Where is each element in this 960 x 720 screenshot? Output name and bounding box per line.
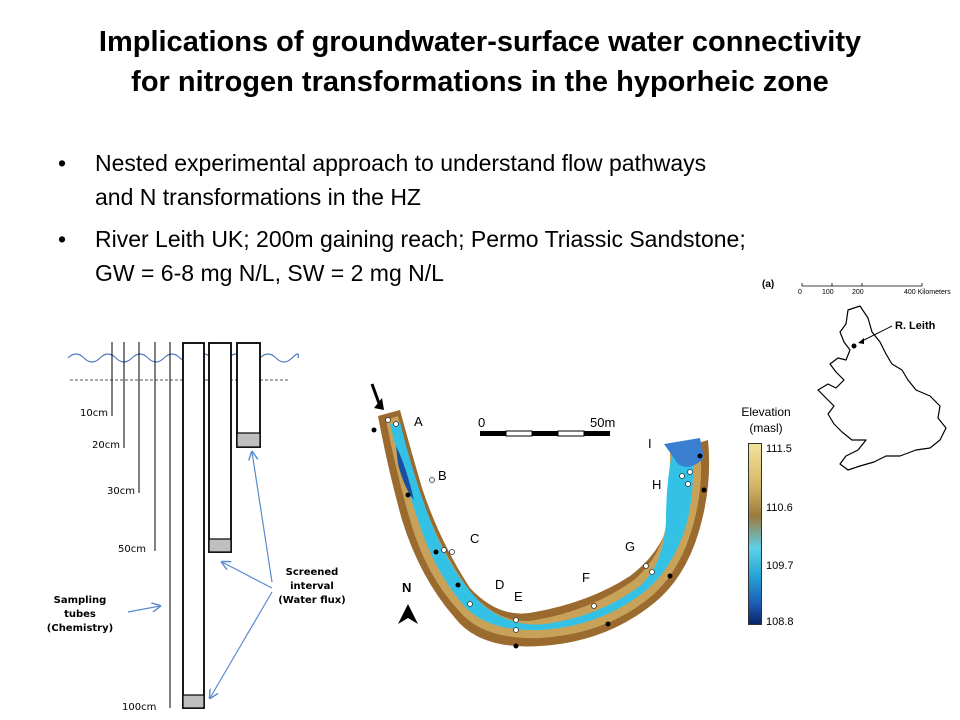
north-arrow-icon xyxy=(398,604,418,624)
site-point xyxy=(649,569,655,575)
site-point xyxy=(429,477,435,483)
elevation-legend-title: Elevation (masl) xyxy=(741,405,791,435)
site-marker xyxy=(851,343,857,349)
bank-point xyxy=(455,582,461,588)
title-line-1: Implications of groundwater-surface wate… xyxy=(98,26,862,58)
elevation-tick: 110.6 xyxy=(766,502,793,514)
river-reach-map xyxy=(370,383,710,649)
bullet-text-line: Nested experimental approach to understa… xyxy=(95,150,707,176)
sampling-tube-diagram xyxy=(67,342,299,709)
site-label-g: G xyxy=(625,539,636,554)
site-point xyxy=(385,417,391,423)
depth-label: 20cm xyxy=(92,440,120,451)
slide-title: Implications of groundwater-surface wate… xyxy=(0,22,960,102)
screened-interval-label: Screened interval (Water flux) xyxy=(278,567,346,606)
site-label-h: H xyxy=(652,477,662,492)
bullet-item: • Nested experimental approach to unders… xyxy=(58,146,938,214)
site-label-a: A xyxy=(414,414,423,429)
arrow-sampling xyxy=(127,606,160,613)
site-point xyxy=(513,627,519,633)
site-point xyxy=(467,601,473,607)
site-label-f: F xyxy=(582,570,590,585)
km-scale-tick: 100 xyxy=(822,289,834,296)
depth-label: 50cm xyxy=(118,544,146,555)
site-label-c: C xyxy=(470,531,480,546)
bullet-text-line: GW = 6-8 mg N/L, SW = 2 mg N/L xyxy=(95,260,444,286)
bullet-item: • River Leith UK; 200m gaining reach; Pe… xyxy=(58,222,938,290)
north-label: N xyxy=(402,580,412,595)
site-label-e: E xyxy=(514,589,523,604)
site-point xyxy=(643,563,649,569)
bank-point xyxy=(513,643,519,649)
bank-point xyxy=(433,549,439,555)
tube-20cm xyxy=(236,342,261,448)
elevation-color-bar xyxy=(748,443,762,625)
km-scale-tick: 400 Kilometers xyxy=(904,289,951,296)
depth-label: 30cm xyxy=(107,486,135,497)
site-point xyxy=(449,549,455,555)
km-scale-bar xyxy=(801,283,923,287)
bank-point xyxy=(667,573,673,579)
uk-map xyxy=(801,283,947,471)
site-label: R. Leith xyxy=(895,320,936,332)
site-point xyxy=(679,473,685,479)
elevation-tick: 108.8 xyxy=(766,616,794,628)
bullet-dot: • xyxy=(58,226,67,252)
tube-50cm xyxy=(208,342,232,553)
elevation-tick: 111.5 xyxy=(766,443,792,455)
bank-point xyxy=(701,487,707,493)
sample-points xyxy=(371,427,707,649)
arrow-screen-100 xyxy=(210,591,273,698)
arrow-screen-20 xyxy=(252,452,273,583)
site-label-b: B xyxy=(438,468,447,483)
bank-point xyxy=(605,621,611,627)
tube-100cm-screen xyxy=(182,694,205,709)
site-pointer xyxy=(859,325,893,343)
bank-point xyxy=(405,492,411,498)
river-deep-pool xyxy=(664,438,704,467)
elevation-tick: 109.7 xyxy=(766,560,794,572)
map-scale-bar xyxy=(480,430,610,437)
depth-label: 100cm xyxy=(122,702,157,713)
england-wales-outline xyxy=(817,305,947,471)
tube-20cm-screen xyxy=(236,432,261,448)
scale-label-end: 50m xyxy=(590,415,616,430)
depth-label: 10cm xyxy=(80,408,108,419)
bank-point xyxy=(697,453,703,459)
river-deep-pool xyxy=(396,446,414,500)
tube-50cm-screen xyxy=(208,538,232,553)
site-label-i: I xyxy=(648,436,652,451)
site-point xyxy=(591,603,597,609)
site-point xyxy=(513,617,519,623)
arrow-screen-50 xyxy=(222,562,273,589)
panel-label: (a) xyxy=(762,279,775,290)
site-point xyxy=(687,469,693,475)
site-point xyxy=(393,421,399,427)
scale-label-start: 0 xyxy=(478,415,486,430)
bullet-text-line: River Leith UK; 200m gaining reach; Perm… xyxy=(95,226,746,252)
sampling-tubes-label: Sampling tubes (Chemistry) xyxy=(46,595,114,634)
sampling-sites xyxy=(385,417,693,633)
km-scale-tick: 200 xyxy=(852,289,864,296)
title-line-2: for nitrogen transformations in the hypo… xyxy=(131,66,829,98)
site-point xyxy=(441,547,447,553)
bank-point xyxy=(371,427,377,433)
bullet-text-line: and N transformations in the HZ xyxy=(95,184,421,210)
bullet-list: • Nested experimental approach to unders… xyxy=(58,146,938,298)
site-label-d: D xyxy=(495,577,505,592)
bullet-dot: • xyxy=(58,150,67,176)
tube-100cm xyxy=(182,342,205,709)
km-scale-tick: 0 xyxy=(798,289,802,296)
site-point xyxy=(685,481,691,487)
